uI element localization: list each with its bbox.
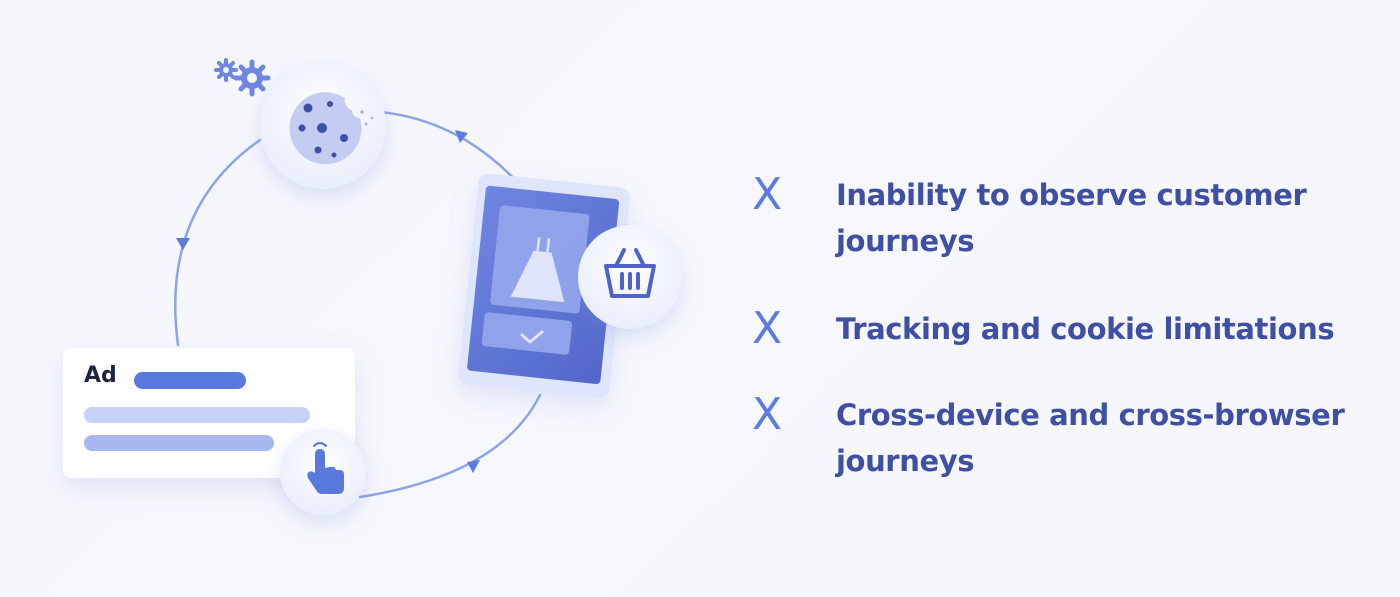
- cookie-node: [260, 63, 386, 189]
- gear-icon: [214, 58, 271, 97]
- issue-item: X Cross-device and cross-browser journey…: [752, 392, 1372, 484]
- arc-tablet-to-hand: [358, 393, 542, 499]
- ad-label: Ad: [84, 363, 117, 388]
- tablet-product-page: [458, 173, 630, 399]
- x-mark-icon: X: [752, 169, 783, 220]
- arc-ad-to-cookie: [174, 138, 262, 347]
- x-mark-icon: X: [752, 389, 783, 440]
- pointer-hand-icon: [307, 441, 344, 494]
- ad-card: Ad: [63, 348, 355, 478]
- arrowhead-bottom: [467, 460, 480, 473]
- arc-cookie-to-tablet: [378, 110, 522, 187]
- cycle-arrows: [174, 110, 542, 499]
- issue-item: X Tracking and cookie limitations: [752, 306, 1372, 352]
- issue-text: Tracking and cookie limitations: [836, 312, 1335, 346]
- click-node: [280, 429, 366, 515]
- issue-text: Cross-device and cross-browser journeys: [836, 398, 1345, 478]
- basket-icon: [604, 248, 656, 298]
- arrowhead-top: [455, 130, 468, 143]
- cookie-icon: [289, 92, 374, 165]
- basket-node: [578, 225, 682, 329]
- issue-item: X Inability to observe customer journeys: [752, 172, 1372, 264]
- issue-text: Inability to observe customer journeys: [836, 178, 1307, 258]
- checkmark-icon: [520, 330, 544, 344]
- x-mark-icon: X: [752, 303, 783, 354]
- lamp-icon: [510, 237, 565, 303]
- arrowhead-left: [176, 238, 190, 250]
- issues-list: X Inability to observe customer journeys…: [752, 172, 1372, 526]
